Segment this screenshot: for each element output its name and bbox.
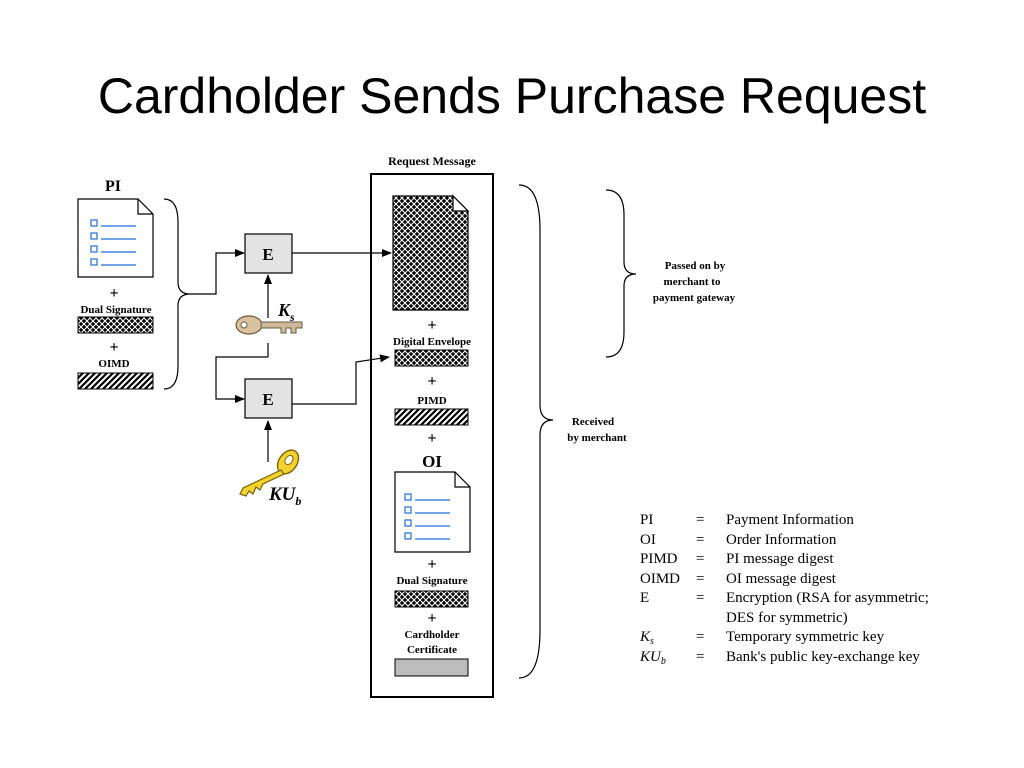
legend-row: Ks = Temporary symmetric key bbox=[640, 628, 1000, 648]
legend-abbr: E bbox=[640, 590, 650, 606]
legend-desc: Bank's public key-exchange key bbox=[726, 648, 920, 665]
encrypted-pi-document bbox=[392, 194, 470, 311]
legend-abbr: KUb bbox=[640, 648, 666, 667]
legend-row: PIMD = PI message digest bbox=[640, 550, 1000, 570]
oi-label: OI bbox=[422, 452, 442, 471]
plus-sign: + bbox=[109, 339, 118, 356]
passed-on-label-line2: merchant to bbox=[664, 276, 721, 288]
legend-row: OI = Order Information bbox=[640, 531, 1000, 551]
legend-abbr: Ks bbox=[640, 629, 654, 647]
legend-equals: = bbox=[696, 570, 705, 587]
bank-public-key-icon bbox=[239, 449, 300, 497]
legend-abbr: PI bbox=[640, 512, 654, 528]
legend-row-continuation: DES for symmetric) bbox=[640, 609, 1000, 629]
connector-arrow bbox=[292, 354, 390, 405]
legend-equals: = bbox=[696, 590, 705, 606]
request-message-box bbox=[370, 173, 494, 698]
dual-signature-label: Dual Signature bbox=[80, 304, 151, 316]
slide-title: Cardholder Sends Purchase Request bbox=[97, 68, 927, 124]
legend-desc: Payment Information bbox=[726, 512, 854, 528]
plus-sign: + bbox=[427, 317, 436, 334]
passed-on-label-line3: payment gateway bbox=[653, 292, 736, 304]
oi-document-icon bbox=[394, 471, 471, 553]
dual-signature-label: Dual Signature bbox=[396, 575, 467, 587]
pi-document-icon bbox=[77, 198, 154, 278]
oimd-block bbox=[77, 372, 154, 390]
legend: PI = Payment Information OI = Order Info… bbox=[640, 511, 1000, 667]
received-brace bbox=[518, 184, 554, 679]
legend-desc: Encryption (RSA for asymmetric; bbox=[726, 590, 929, 606]
cardholder-certificate-label-line2: Certificate bbox=[407, 644, 457, 656]
encrypt-box-upper: E bbox=[244, 233, 293, 274]
request-message-label: Request Message bbox=[388, 154, 476, 168]
plus-sign: + bbox=[427, 373, 436, 390]
legend-desc: PI message digest bbox=[726, 551, 834, 567]
dual-signature-block bbox=[394, 590, 469, 608]
connector-arrow bbox=[215, 356, 268, 403]
digital-envelope-block bbox=[394, 349, 469, 367]
plus-sign: + bbox=[427, 610, 436, 627]
legend-desc: Order Information bbox=[726, 531, 837, 548]
legend-equals: = bbox=[696, 629, 705, 645]
cardholder-certificate-label-line1: Cardholder bbox=[405, 629, 460, 641]
legend-row: E = Encryption (RSA for asymmetric; bbox=[640, 589, 1000, 609]
plus-sign: + bbox=[427, 430, 436, 447]
legend-desc: OI message digest bbox=[726, 570, 836, 587]
legend-abbr: OI bbox=[640, 531, 656, 548]
legend-row: OIMD = OI message digest bbox=[640, 570, 1000, 590]
encrypt-label: E bbox=[262, 390, 273, 409]
legend-equals: = bbox=[696, 512, 705, 528]
legend-desc: Temporary symmetric key bbox=[726, 629, 885, 645]
pimd-block bbox=[394, 408, 469, 426]
legend-equals: = bbox=[696, 648, 705, 665]
encrypt-box-lower: E bbox=[244, 378, 293, 419]
dual-signature-block bbox=[77, 316, 154, 334]
received-label-line1: Received bbox=[572, 416, 614, 428]
pimd-label: PIMD bbox=[417, 395, 446, 407]
pi-label: PI bbox=[105, 178, 121, 195]
passed-on-label-line1: Passed on by bbox=[665, 260, 726, 272]
passed-on-brace bbox=[605, 189, 637, 358]
legend-abbr: OIMD bbox=[640, 570, 680, 587]
plus-sign: + bbox=[109, 285, 118, 302]
legend-row: KUb = Bank's public key-exchange key bbox=[640, 648, 1000, 668]
received-label-line2: by merchant bbox=[567, 432, 627, 444]
session-key-icon bbox=[235, 315, 303, 335]
legend-equals: = bbox=[696, 531, 705, 548]
legend-equals: = bbox=[696, 551, 705, 567]
bank-public-key-label: KUb bbox=[268, 484, 301, 508]
input-group-brace bbox=[163, 198, 191, 390]
digital-envelope-label: Digital Envelope bbox=[393, 336, 471, 348]
legend-desc-continuation: DES for symmetric) bbox=[726, 609, 848, 626]
encrypt-label: E bbox=[262, 245, 273, 264]
legend-row: PI = Payment Information bbox=[640, 511, 1000, 531]
connector-arrow bbox=[190, 249, 245, 295]
legend-abbr: PIMD bbox=[640, 551, 678, 567]
cardholder-certificate-block bbox=[394, 658, 469, 677]
oimd-label: OIMD bbox=[98, 358, 129, 370]
plus-sign: + bbox=[427, 556, 436, 573]
session-key-label: Ks bbox=[277, 300, 295, 324]
